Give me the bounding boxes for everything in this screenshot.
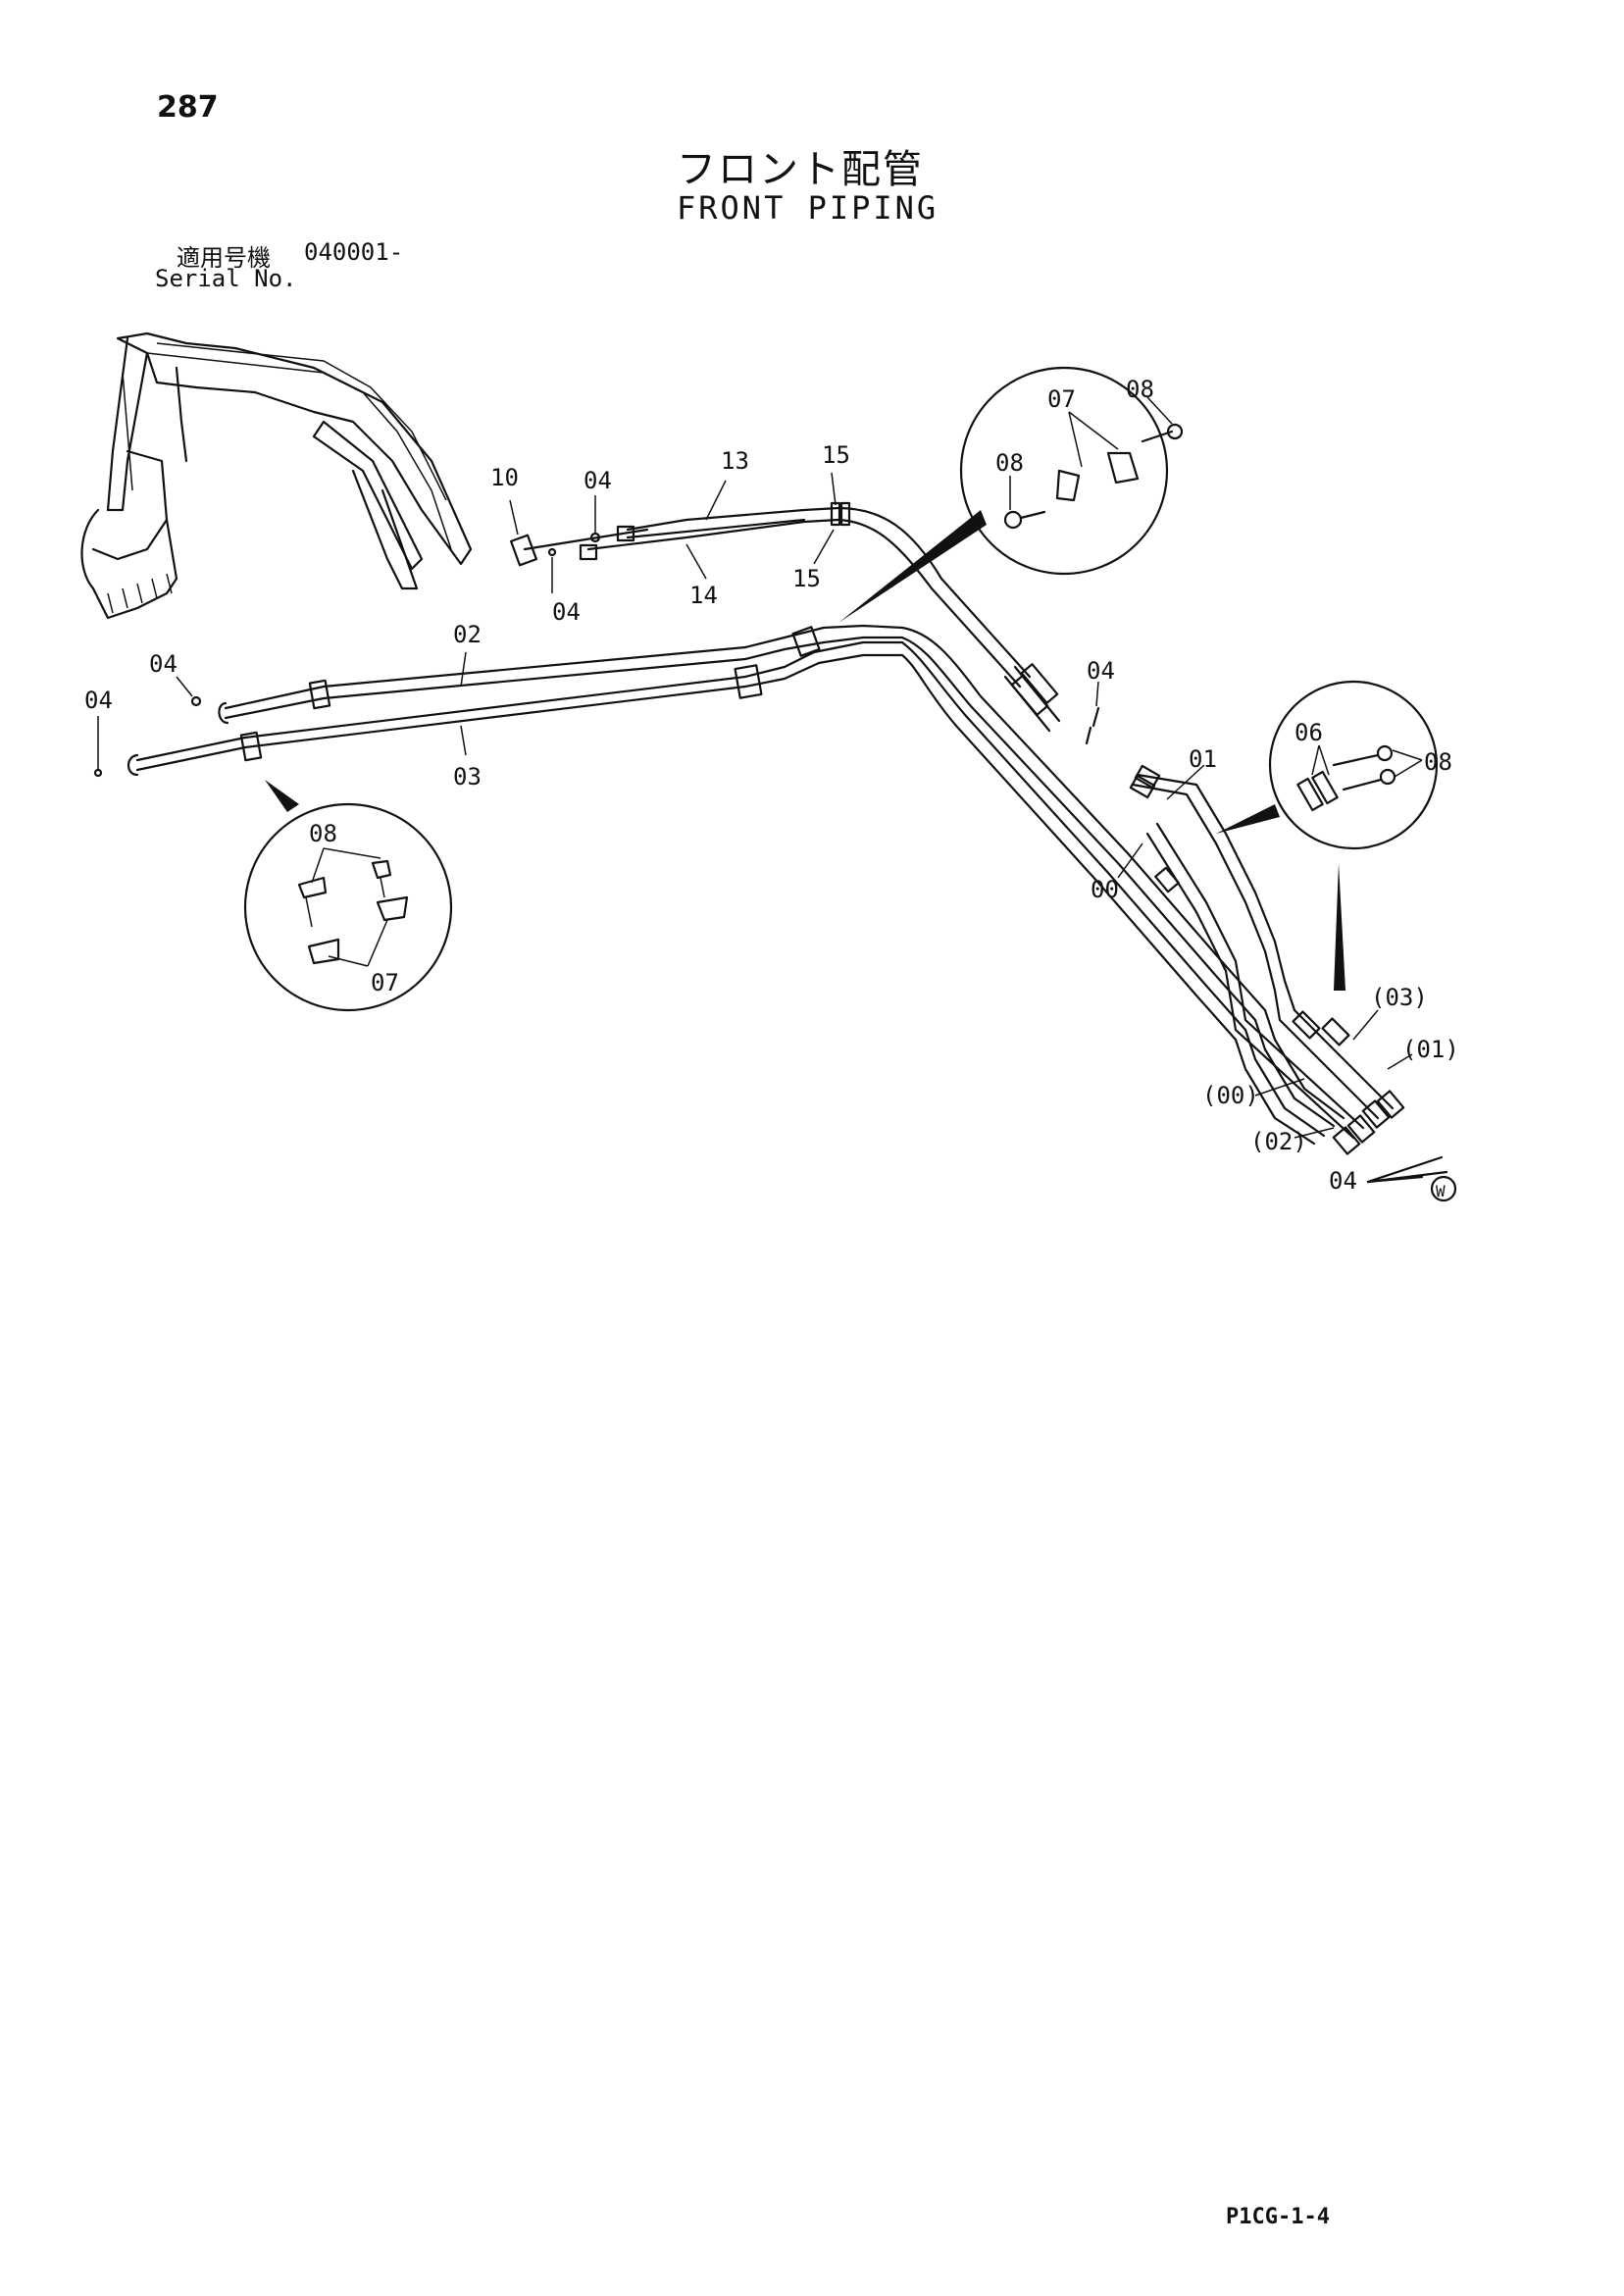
detail-circle-clamp-top: [838, 366, 1184, 623]
leader-lines: [97, 472, 1413, 1139]
callout-01-paren: (01): [1402, 1036, 1459, 1063]
callout-15-bottom: 15: [792, 565, 821, 592]
callout-03-paren: (03): [1371, 984, 1428, 1011]
callout-03: 03: [453, 763, 482, 791]
callout-04-left-upper: 04: [149, 650, 178, 678]
callout-13: 13: [721, 447, 749, 475]
washers: [93, 695, 1100, 778]
callout-02: 02: [453, 621, 482, 648]
callout-04-bottom: 04: [1329, 1167, 1357, 1195]
detail-left-callout-07: 07: [371, 969, 399, 996]
detail-left-callout-08: 08: [309, 820, 337, 847]
title-english: FRONT PIPING: [677, 189, 939, 227]
detail-top-callout-08b: 08: [995, 449, 1024, 477]
view-w-arrow: [1366, 1155, 1457, 1202]
upper-hoses: [509, 501, 1061, 733]
callout-04-right: 04: [1087, 657, 1115, 685]
detail-top-callout-08a: 08: [1126, 376, 1154, 403]
callout-00: 00: [1091, 876, 1119, 903]
callout-02-paren: (02): [1250, 1128, 1307, 1155]
view-w-label: W: [1436, 1182, 1446, 1200]
callout-labels: 10 04 13 15 15 14 04 02 03 04 04 04 01 0…: [84, 376, 1459, 1200]
detail-top-callout-07: 07: [1047, 385, 1076, 413]
page-number: 287: [157, 90, 219, 125]
callout-10: 10: [490, 464, 519, 491]
main-pipes: [127, 624, 1405, 1155]
callout-04-top: 04: [584, 467, 612, 494]
callout-04-mid: 04: [552, 598, 581, 626]
title-japanese: フロント配管: [677, 147, 924, 192]
callout-14: 14: [689, 582, 718, 609]
page-code: P1CG-1-4: [1226, 2205, 1330, 2229]
detail-right-callout-06: 06: [1294, 719, 1323, 746]
serial-label-english: Serial No.: [155, 265, 297, 292]
callout-01: 01: [1189, 745, 1217, 773]
callout-15-top: 15: [822, 441, 850, 469]
serial-value: 040001-: [304, 238, 404, 266]
serial-label-japanese: 適用号機: [177, 244, 271, 272]
detail-circle-clamp-left: [243, 780, 453, 1012]
callout-04-left-lower: 04: [84, 687, 113, 714]
detail-circle-clamp-right: [1216, 680, 1439, 991]
excavator-overview-illustration: [80, 332, 473, 620]
detail-right-callout-08: 08: [1424, 748, 1452, 776]
callout-00-paren: (00): [1202, 1082, 1259, 1109]
